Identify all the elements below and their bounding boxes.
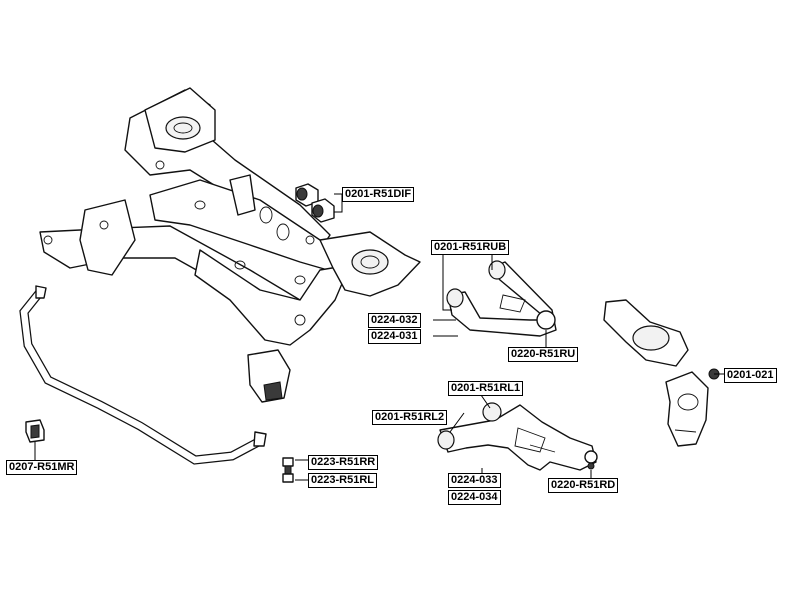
label-0224-033: 0224-033 (448, 473, 501, 488)
label-0223-R51RR: 0223-R51RR (308, 455, 379, 470)
lower-control-arm (437, 402, 598, 471)
label-0224-034: 0224-034 (448, 490, 501, 505)
label-0223-R51RL: 0223-R51RL (308, 473, 377, 488)
label-0220-R51RD: 0220-R51RD (548, 478, 619, 493)
label-0224-031: 0224-031 (368, 329, 421, 344)
label-0201-021: 0201-021 (724, 368, 777, 383)
rear-subframe (39, 87, 421, 403)
label-0201-R51RL1: 0201-R51RL1 (448, 381, 524, 396)
stabilizer-bushing (25, 419, 45, 443)
stabilizer-bar (19, 285, 267, 465)
label-0201-R51RL2: 0201-R51RL2 (372, 410, 448, 425)
stabilizer-link (282, 457, 294, 483)
label-0201-R51RUB: 0201-R51RUB (431, 240, 510, 255)
bushing-R51DIF (295, 183, 335, 223)
label-0220-R51RU: 0220-R51RU (508, 347, 579, 362)
label-0207-R51MR: 0207-R51MR (6, 460, 78, 475)
upper-control-arm (446, 260, 557, 337)
label-0201-R51DIF: 0201-R51DIF (342, 187, 415, 202)
label-0224-032: 0224-032 (368, 313, 421, 328)
knuckle-assembly (603, 299, 720, 447)
